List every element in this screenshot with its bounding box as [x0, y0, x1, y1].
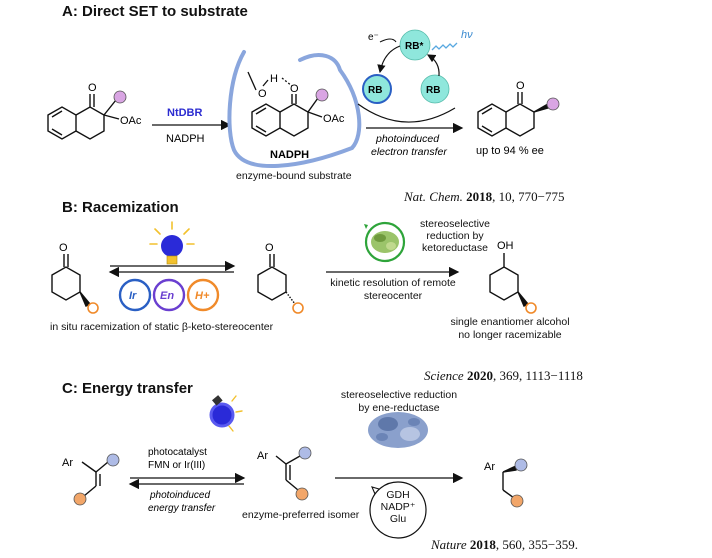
rb-star-label: RB* [405, 41, 423, 52]
hydroxyl-o: O [258, 88, 267, 100]
peach-substituent-right [292, 302, 304, 314]
et-line-2: energy transfer [148, 503, 216, 514]
ar-label-2: Ar [257, 450, 268, 462]
rb-node [420, 74, 450, 104]
citation-b: Science 2020, 369, 1113−1118 [424, 368, 583, 383]
alcohol-product [489, 253, 530, 307]
alkene-right [275, 455, 301, 491]
bluegray-substituent-left [106, 453, 120, 467]
panel-b-heading: B: Racemization [62, 199, 179, 216]
ketone-right [257, 254, 296, 305]
light-bulb-icon-c [209, 395, 243, 432]
enzyme-ntdbr-label: NtDBR [167, 107, 202, 119]
oac-label-2: OAc [323, 113, 345, 125]
reduction-caption-b: stereoselective reduction by ketoreducta… [419, 218, 491, 254]
catalyst-cycles [118, 278, 220, 312]
et-line-1: photoinduced [149, 490, 210, 501]
product-ketone-o: O [516, 80, 525, 92]
bluegray-substituent-right [298, 446, 312, 460]
cofactor-cycle [369, 481, 427, 539]
cofactor-label: NADPH [166, 133, 205, 145]
ketone-right-o: O [265, 242, 274, 254]
peach-substituent-c-left [73, 492, 87, 506]
peach-substituent-product-c [510, 494, 524, 508]
peach-substituent-c-right [295, 487, 309, 501]
cat-h-label: H+ [195, 290, 210, 302]
ar-label-1: Ar [62, 457, 73, 469]
ketone-o: O [88, 82, 97, 94]
hbond-h: H [270, 73, 278, 85]
enzyme-pocket [227, 50, 362, 168]
lilac-substituent-bound [315, 88, 329, 102]
alkene-left [81, 461, 109, 497]
electron-label: e⁻ [368, 32, 379, 43]
rb-radical-label: RB [368, 85, 382, 96]
photocat-line-2: FMN or Ir(III) [148, 460, 205, 471]
oh-label: OH [497, 240, 514, 252]
bound-tetralone [251, 94, 323, 137]
tetralone-product [477, 92, 549, 137]
isomer-caption: enzyme-preferred isomer [242, 509, 360, 521]
cat-en-label: En [160, 290, 174, 302]
ee-label: up to 94 % ee [476, 145, 544, 157]
citation-c: Nature 2018, 560, 355−359. [431, 537, 578, 552]
oac-label-1: OAc [120, 115, 142, 127]
peach-substituent-product [525, 302, 537, 314]
hv-label: hν [461, 29, 473, 41]
cat-ir-label: Ir [129, 290, 137, 302]
citation-a: Nat. Chem. 2018, 10, 770−775 [404, 189, 565, 204]
bound-ketone-o: O [290, 83, 299, 95]
cofactor-cycle-labels: GDH NADP⁺ Glu [380, 489, 416, 525]
ar-label-3: Ar [484, 461, 495, 473]
panel-c-heading: C: Energy transfer [62, 380, 193, 397]
bound-caption: enzyme-bound substrate [236, 170, 352, 182]
lilac-substituent-product [546, 97, 560, 111]
lilac-substituent [113, 90, 127, 104]
ene-reductase-icon [368, 412, 428, 448]
tetralone-substrate [47, 94, 120, 140]
set-line-2: electron transfer [371, 146, 447, 158]
photocat-line-1: photocatalyst [148, 447, 207, 458]
set-line-1: photoinduced [375, 133, 440, 145]
light-bulb-icon [149, 221, 195, 265]
ketone-left [51, 254, 92, 307]
rb-radical-node [362, 74, 392, 104]
product-caption-b: single enantiomer alcohol no longer race… [450, 316, 570, 341]
bluegray-substituent-product [514, 458, 528, 472]
kinetic-caption: kinetic resolution of remote stereocente… [330, 277, 456, 302]
reduction-caption-c: stereoselective reduction by ene-reducta… [340, 389, 458, 414]
rb-star-node [399, 29, 431, 61]
ketone-left-o: O [59, 242, 68, 254]
rb-label: RB [426, 85, 440, 96]
racemization-caption: in situ racemization of static β-keto-st… [50, 321, 274, 333]
panel-a-heading: A: Direct SET to substrate [62, 3, 248, 20]
peach-substituent-left [87, 302, 99, 314]
light-wave-a [431, 42, 458, 51]
alkane-product [502, 464, 517, 499]
bound-cofactor-label: NADPH [270, 149, 309, 161]
ketoreductase-icon [364, 221, 406, 263]
